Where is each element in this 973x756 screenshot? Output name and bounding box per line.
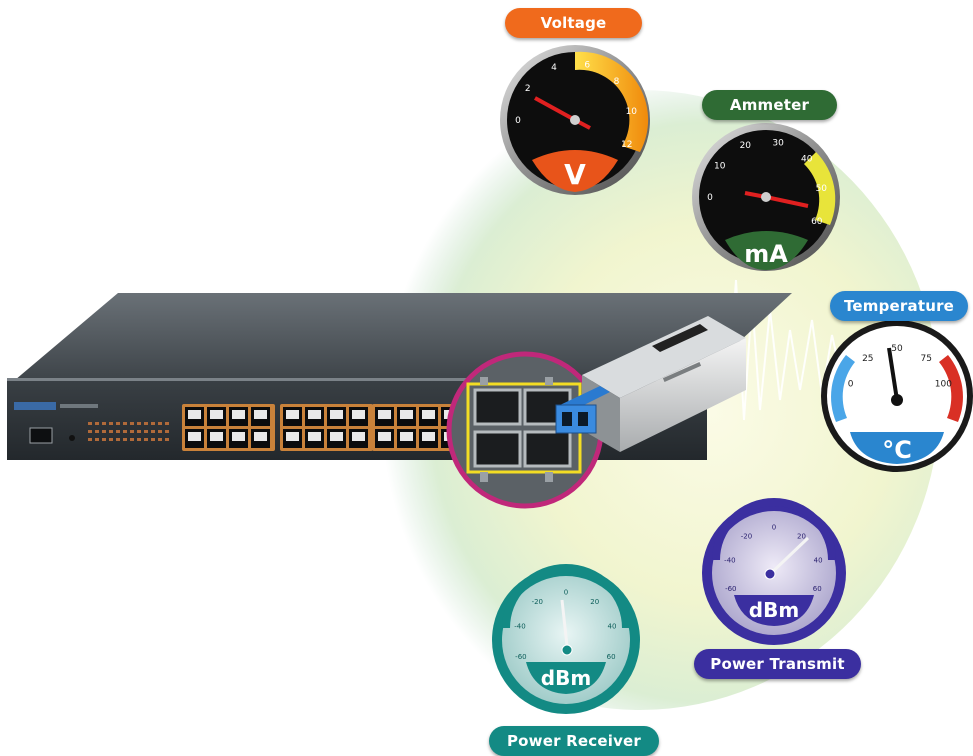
- gauge-tick-label: 60: [811, 217, 823, 227]
- gauge-tick-label: 75: [920, 354, 931, 364]
- gauge-tick-label: -60: [515, 653, 526, 661]
- gauge-tick-label: 2: [525, 84, 531, 94]
- gauge-tick-label: -20: [741, 533, 752, 541]
- power-receiver-gauge: -60 -40 -20 0 20 40 60 dBm: [492, 564, 640, 714]
- gauge-tick-label: 60: [813, 585, 822, 593]
- temperature-needle: [887, 347, 899, 401]
- gauge-tick-label: 6: [584, 61, 590, 71]
- gauge-tick-label: 0: [848, 380, 854, 390]
- gauge-tick-label: 40: [608, 623, 617, 631]
- gauge-tick-label: 30: [772, 139, 784, 149]
- ammeter-needle: [765, 195, 809, 208]
- gauge-tick-label: 20: [590, 598, 599, 606]
- temperature-label: Temperature: [830, 291, 968, 321]
- gauge-tick-label: 60: [607, 653, 616, 661]
- ammeter-label: Ammeter: [702, 90, 837, 120]
- gauge-tick-label: 25: [862, 354, 873, 364]
- gauge-tick-label: -60: [725, 585, 736, 593]
- ammeter-gauge: 0 10 20 30 40 50 60 mA: [692, 123, 840, 271]
- gauge-tick-label: 50: [816, 184, 828, 194]
- sfp-cages: [473, 377, 572, 482]
- voltage-unit-label: V: [564, 158, 586, 191]
- gauge-tick-label: 0: [707, 193, 713, 203]
- gauge-tick-label: 20: [740, 141, 752, 151]
- reset-button: [69, 435, 75, 441]
- gauge-tick-label: -40: [724, 556, 735, 564]
- gauge-tick-label: 0: [515, 116, 521, 126]
- gauge-tick-label: 40: [801, 155, 813, 165]
- receiver-unit-label: dBm: [541, 666, 591, 690]
- temperature-gauge: 0 25 50 75 100 °C: [821, 320, 973, 472]
- brand-logo: [14, 402, 56, 410]
- temperature-unit-label: °C: [882, 436, 912, 464]
- gauge-tick-label: 0: [564, 589, 568, 597]
- gauge-tick-label: 10: [714, 162, 726, 172]
- gauge-tick-label: 50: [891, 344, 903, 354]
- console-port: [29, 427, 53, 444]
- gauge-tick-label: 40: [814, 556, 823, 564]
- gauge-tick-label: -40: [514, 623, 525, 631]
- gauge-tick-label: 4: [551, 63, 557, 73]
- led-panel: [88, 422, 169, 441]
- voltage-label: Voltage: [505, 8, 642, 38]
- power-transmit-gauge: -60 -40 -20 0 20 40 60 dBm: [702, 498, 846, 645]
- gauge-tick-label: 0: [772, 524, 776, 532]
- gauge-tick-label: -20: [532, 598, 543, 606]
- voltage-gauge: 0 2 4 6 8 10 12 V: [500, 45, 650, 195]
- voltage-needle: [534, 96, 576, 122]
- power-transmit-label: Power Transmit: [694, 649, 861, 679]
- gauge-tick-label: 20: [797, 533, 806, 541]
- gauge-tick-label: 12: [621, 140, 632, 150]
- gauge-tick-label: 8: [614, 77, 620, 87]
- gauge-tick-label: 100: [935, 380, 952, 390]
- transmit-unit-label: dBm: [749, 598, 799, 622]
- ammeter-unit-label: mA: [744, 240, 788, 268]
- sfp-transceiver-module: [555, 316, 746, 452]
- rj45-port-bank: [182, 404, 465, 451]
- power-receiver-label: Power Receiver: [489, 726, 659, 756]
- gauge-tick-label: 10: [626, 107, 638, 117]
